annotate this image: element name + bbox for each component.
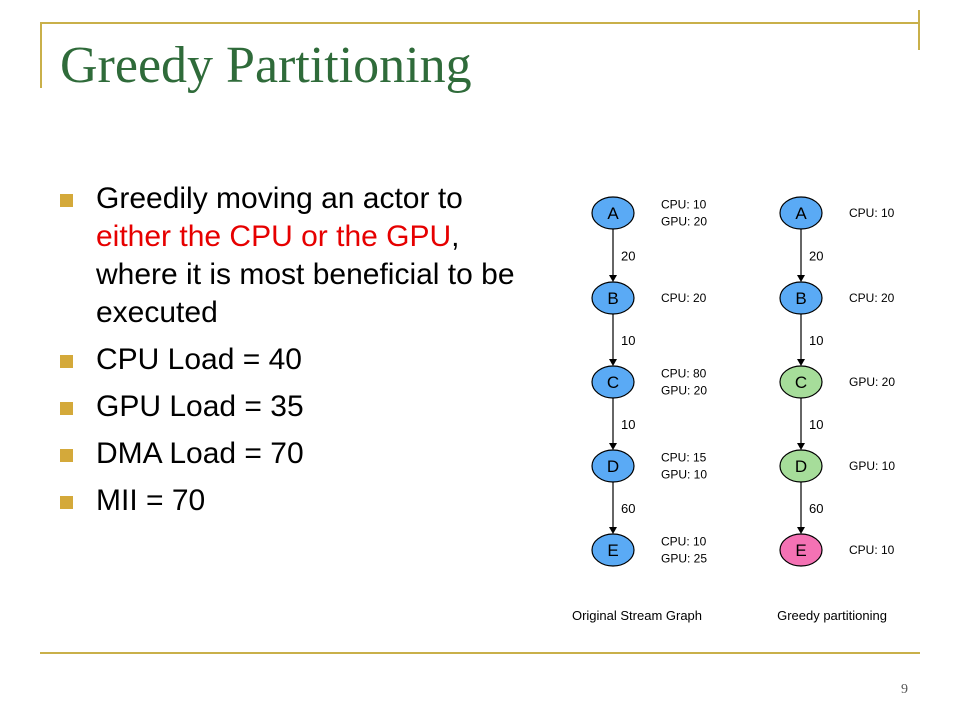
graph-2-node-cost: CPU: 10 [849,543,895,557]
slide-title: Greedy Partitioning [60,37,472,94]
graph-1-node-cost: GPU: 25 [661,552,707,566]
graph-1-node-e [591,533,635,567]
frame-top-line [40,22,920,24]
graph-2-node-cost: GPU: 20 [849,375,895,389]
square-bullet-icon [60,355,73,368]
graph-1-node-b [591,281,635,315]
graph-2-node-c [779,365,823,399]
graph-1-caption: Original Stream Graph [572,608,702,623]
square-bullet-icon [60,402,73,415]
page-number: 9 [901,682,908,697]
bullet-text: DMA Load = 70 [96,437,304,470]
graph-1-edge-weight: 60 [621,501,635,516]
graph-1-edge-arrowhead [609,275,617,282]
bullet-text-highlight: either the CPU or the GPU [96,220,452,253]
bullet-item-dma-load: DMA Load = 70 [60,435,520,473]
bullet-text-post: , where it is most beneficial to be exec… [96,220,515,329]
graph-1-node-a [591,196,635,230]
graph-2-node-cost: CPU: 20 [849,291,895,305]
graph-2-node-cost: CPU: 10 [849,206,895,220]
graph-1-edge-arrowhead [609,359,617,366]
square-bullet-icon [60,496,73,509]
graph-2-node-label: B [795,289,806,308]
graph-1-node-cost: CPU: 80 [661,367,707,381]
bullet-text: GPU Load = 35 [96,390,304,423]
bullet-text-pre: Greedily moving an actor to [96,182,463,215]
graph-2-edge-arrowhead [797,527,805,534]
graph-2-node-label: A [795,204,807,223]
bullet-item-cpu-load: CPU Load = 40 [60,341,520,379]
bullet-list: Greedily moving an actor to either the C… [60,180,520,529]
graph-1-edge-arrowhead [609,443,617,450]
graph-1-node-cost: GPU: 20 [661,215,707,229]
graph-2-edge-weight: 20 [809,249,823,264]
graph-1-edge-weight: 10 [621,417,635,432]
graph-2-edge-weight: 60 [809,501,823,516]
graph-1-node-cost: CPU: 10 [661,198,707,212]
graph-1-node-cost: GPU: 20 [661,384,707,398]
graph-2-node-b [779,281,823,315]
frame-right-line [918,10,920,50]
graph-2-edge-weight: 10 [809,417,823,432]
graph-2-node-label: D [795,457,807,476]
graph-1-node-cost: CPU: 20 [661,291,707,305]
frame-left-line [40,22,42,88]
graph-1-node-label: C [607,373,619,392]
graph-2-caption: Greedy partitioning [777,608,887,623]
graph-2-edge-arrowhead [797,275,805,282]
graph-2-node-e [779,533,823,567]
graph-2-edge-arrowhead [797,443,805,450]
graph-1-node-label: A [607,204,619,223]
bullet-item-gpu-load: GPU Load = 35 [60,388,520,426]
graph-1-node-d [591,449,635,483]
graph-2-node-cost: GPU: 10 [849,459,895,473]
graph-2-node-d [779,449,823,483]
graph-1-node-label: E [607,541,618,560]
square-bullet-icon [60,449,73,462]
graph-2-node-a [779,196,823,230]
graph-1-node-c [591,365,635,399]
graph-1-edge-weight: 10 [621,333,635,348]
graph-1-node-cost: CPU: 10 [661,535,707,549]
graph-2-node-label: E [795,541,806,560]
bullet-item-mii: MII = 70 [60,482,520,520]
graph-1-node-label: B [607,289,618,308]
frame-bottom-line [40,652,920,654]
graph-1-node-label: D [607,457,619,476]
graph-1-edge-arrowhead [609,527,617,534]
bullet-text: MII = 70 [96,484,206,517]
graph-1-node-cost: GPU: 10 [661,468,707,482]
graph-2-edge-weight: 10 [809,333,823,348]
graph-1-node-cost: CPU: 15 [661,451,707,465]
graph-2-node-label: C [795,373,807,392]
square-bullet-icon [60,194,73,207]
bullet-item-greedy: Greedily moving an actor to either the C… [60,180,520,332]
graph-2-edge-arrowhead [797,359,805,366]
bullet-text: CPU Load = 40 [96,343,302,376]
graph-1-edge-weight: 20 [621,249,635,264]
